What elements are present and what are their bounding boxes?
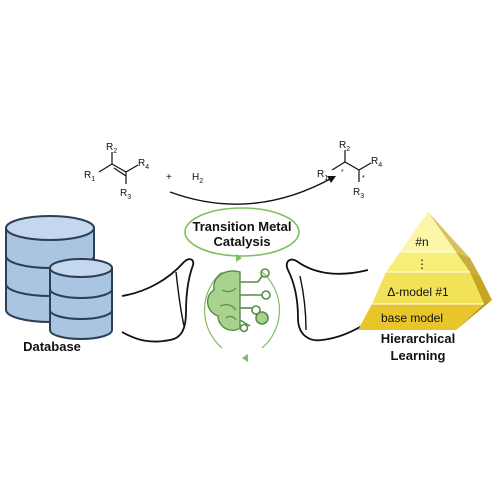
plus-sign: + [166, 172, 172, 183]
catalysis-ellipse [184, 207, 300, 257]
hierarchical-label-line2: Learning [391, 348, 446, 363]
brain-circuit-icon [207, 268, 271, 333]
reaction-arrow [169, 177, 333, 205]
reaction-arrowhead-icon [327, 176, 336, 183]
pyramid-level-base: base model [381, 311, 443, 325]
product-r2: R2 [339, 140, 350, 153]
reactant-r1: R1 [84, 170, 95, 183]
stereo-mark-2: * [362, 175, 365, 182]
catalysis-label-line1: Transition Metal [193, 219, 292, 234]
hierarchical-label-line1: Hierarchical [381, 331, 455, 346]
product-r4: R4 [371, 156, 382, 169]
pyramid-level-ellipsis: ⋮ [416, 257, 428, 271]
reactant-r4: R4 [138, 158, 149, 171]
cycle-ring [203, 254, 281, 362]
stereo-mark-1: * [341, 169, 344, 176]
pyramid-level-delta: Δ-model #1 [387, 285, 449, 299]
catalysis-label-line2: Catalysis [213, 234, 270, 249]
product-molecule: R2 R1 R4 R3 * * [317, 140, 382, 200]
reactant-r3: R3 [120, 188, 131, 201]
database-icon [5, 215, 113, 340]
pyramid-level-n: #n [415, 235, 428, 249]
right-hand-icon [285, 258, 369, 342]
database-label: Database [23, 339, 81, 354]
product-r1: R1 [317, 169, 328, 182]
reactant-r2: R2 [106, 142, 117, 155]
reagent-h2: H2 [192, 172, 203, 185]
pyramid-icon [358, 212, 492, 330]
reactant-molecule: R2 R1 R4 R3 [84, 142, 149, 201]
left-hand-icon [121, 258, 195, 343]
product-r3: R3 [353, 187, 364, 200]
